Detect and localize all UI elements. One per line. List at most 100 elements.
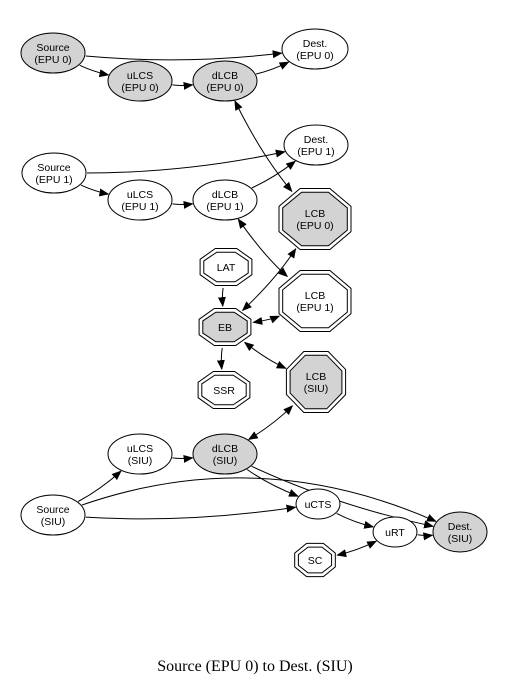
- edge-sc-to-urt: [336, 540, 378, 558]
- edge-src_siu-to-ulcs_siu: [77, 470, 122, 502]
- edge-dlcb_epu0-to-dest_epu0: [255, 61, 290, 75]
- node-lat: LAT: [199, 248, 253, 286]
- node-label-line-1: Source: [36, 504, 69, 516]
- node-label-line-2: (EPU 1): [35, 174, 72, 186]
- node-label-line-1: Dest.: [303, 38, 328, 50]
- node-ulcs-epu0: uLCS(EPU 0): [107, 60, 173, 102]
- edge-eb-to-lcb_epu1: [252, 315, 281, 325]
- edge-eb-to-lcb_epu0: [241, 247, 297, 312]
- node-label-line-1: EB: [218, 322, 232, 334]
- node-ulcs-epu1: uLCS(EPU 1): [107, 179, 173, 221]
- node-label-line-1: uLCS: [127, 443, 153, 455]
- node-label-line-2: (EPU 0): [296, 220, 333, 232]
- node-label-line-2: (EPU 0): [34, 54, 71, 66]
- node-ssr: SSR: [197, 371, 251, 409]
- node-lcb-siu: LCB(SIU): [285, 351, 347, 413]
- node-ellipse: [192, 179, 258, 221]
- edge-dlcb_siu-to-ucts: [246, 469, 299, 497]
- node-src-siu: Source(SIU): [20, 494, 86, 536]
- edge-dlcb_siu-to-lcb_siu: [247, 405, 294, 441]
- node-inner-octagon: [201, 374, 247, 406]
- node-dest-siu: Dest.(SIU): [432, 511, 488, 553]
- edges-layer: [77, 50, 437, 558]
- node-label-line-1: Dest.: [448, 521, 473, 533]
- edge-src_siu-to-dest_siu: [81, 477, 437, 522]
- edge-urt-to-dest_siu: [417, 532, 434, 541]
- node-dlcb-siu: dLCB(SIU): [192, 433, 258, 475]
- edge-src_epu0-to-ulcs_epu0: [79, 64, 110, 78]
- node-inner-octagon: [297, 546, 333, 574]
- node-src-epu0: Source(EPU 0): [20, 32, 86, 74]
- node-lcb-epu0: LCB(EPU 0): [278, 188, 352, 250]
- node-label-line-2: (SIU): [41, 516, 66, 528]
- node-ulcs-siu: uLCS(SIU): [107, 433, 173, 475]
- node-ellipse: [20, 494, 86, 536]
- node-label-line-2: (EPU 1): [121, 201, 158, 213]
- node-ellipse: [192, 60, 258, 102]
- node-label-line-1: LCB: [305, 290, 325, 302]
- edge-src_siu-to-ucts: [85, 504, 297, 520]
- node-label-line-2: (EPU 0): [121, 82, 158, 94]
- node-label-line-1: LCB: [305, 208, 325, 220]
- node-ellipse: [432, 511, 488, 553]
- node-label-line-2: (EPU 0): [296, 50, 333, 62]
- node-label-line-1: dLCB: [212, 70, 238, 82]
- edge-dlcb_epu1-to-dest_epu1: [251, 160, 296, 189]
- node-label-line-2: (SIU): [128, 455, 153, 467]
- node-urt: uRT: [372, 516, 418, 548]
- node-label-line-2: (SIU): [213, 455, 238, 467]
- node-src-epu1: Source(EPU 1): [21, 152, 87, 194]
- node-label-line-1: SC: [308, 555, 323, 567]
- edge-ulcs_epu1-to-dlcb_epu1: [172, 200, 194, 209]
- node-ellipse: [192, 433, 258, 475]
- edge-dlcb_siu-to-dest_siu: [251, 465, 435, 529]
- node-dlcb-epu1: dLCB(EPU 1): [192, 179, 258, 221]
- edge-src_epu1-to-dest_epu1: [86, 149, 286, 174]
- node-ellipse: [21, 152, 87, 194]
- node-label-line-1: uRT: [385, 527, 405, 539]
- node-label-line-2: (EPU 1): [296, 302, 333, 314]
- node-label-line-2: (EPU 1): [206, 201, 243, 213]
- node-inner-octagon: [202, 311, 248, 343]
- node-ellipse: [20, 32, 86, 74]
- node-ellipse: [107, 60, 173, 102]
- node-dest-epu0: Dest.(EPU 0): [281, 28, 349, 70]
- node-inner-octagon: [203, 251, 249, 283]
- node-ellipse: [281, 28, 349, 70]
- node-ucts: uCTS: [295, 488, 341, 520]
- node-ellipse: [372, 516, 418, 548]
- edge-ucts-to-urt: [336, 512, 375, 529]
- diagram-caption: Source (EPU 0) to Dest. (SIU): [157, 658, 353, 675]
- node-label-line-2: (SIU): [304, 383, 329, 395]
- node-label-line-1: dLCB: [212, 443, 238, 455]
- nodes-layer: Source(EPU 0)Dest.(EPU 0)uLCS(EPU 0)dLCB…: [20, 28, 488, 578]
- node-label-line-1: SSR: [213, 385, 235, 397]
- edge-src_epu0-to-dest_epu0: [85, 50, 283, 61]
- node-label-line-1: uCTS: [305, 499, 332, 511]
- edge-eb-to-ssr: [216, 347, 225, 371]
- node-ellipse: [107, 433, 173, 475]
- edge-eb-to-lcb_siu: [243, 341, 287, 369]
- node-ellipse: [283, 124, 349, 166]
- node-inner-octagon: [282, 273, 348, 329]
- node-label-line-1: uLCS: [127, 70, 153, 82]
- node-eb: EB: [198, 308, 252, 346]
- node-label-line-1: Source: [36, 42, 69, 54]
- node-dest-epu1: Dest.(EPU 1): [283, 124, 349, 166]
- edge-lat-to-eb: [217, 287, 226, 308]
- edge-ulcs_siu-to-dlcb_siu: [172, 454, 194, 463]
- node-dlcb-epu0: dLCB(EPU 0): [192, 60, 258, 102]
- node-label-line-2: (EPU 1): [297, 146, 334, 158]
- edge-src_epu1-to-ulcs_epu1: [80, 184, 110, 197]
- node-ellipse: [295, 488, 341, 520]
- node-ellipse: [107, 179, 173, 221]
- node-lcb-epu1: LCB(EPU 1): [278, 270, 352, 332]
- node-inner-octagon: [289, 354, 343, 410]
- node-label-line-1: Source: [37, 162, 70, 174]
- node-label-line-1: LAT: [217, 262, 236, 274]
- edge-dlcb_epu0-to-lcb_epu0: [234, 100, 293, 193]
- node-label-line-1: LCB: [306, 371, 326, 383]
- node-label-line-2: (SIU): [448, 533, 473, 545]
- node-label-line-1: dLCB: [212, 189, 238, 201]
